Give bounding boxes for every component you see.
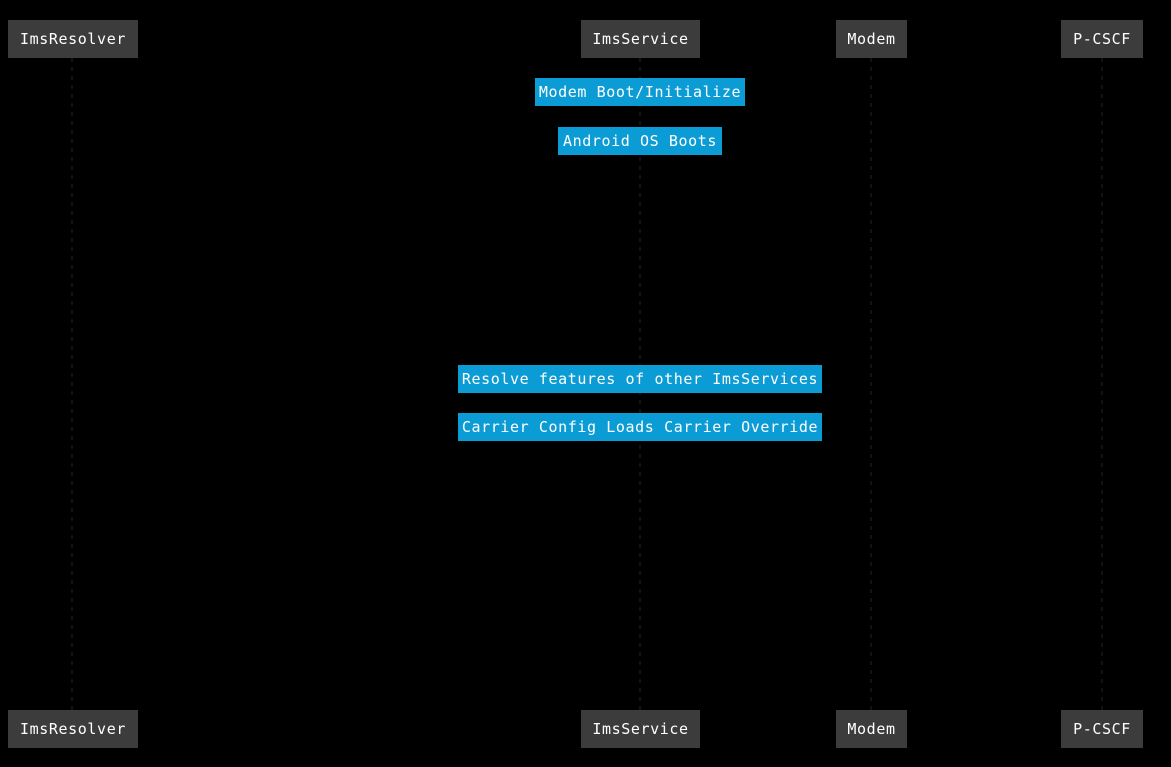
lifeline-p-cscf	[1101, 58, 1103, 710]
participant-bottom-ims-service[interactable]: ImsService	[581, 710, 700, 748]
note-label: Modem Boot/Initialize	[538, 83, 742, 101]
note-android-os-boots[interactable]: Android OS Boots	[558, 127, 722, 155]
participant-label: Modem	[847, 720, 896, 738]
participant-label: ImsService	[592, 30, 689, 48]
note-label: Android OS Boots	[562, 132, 718, 150]
participant-top-modem[interactable]: Modem	[836, 20, 907, 58]
participant-bottom-modem[interactable]: Modem	[836, 710, 907, 748]
note-label: Carrier Config Loads Carrier Override	[461, 418, 819, 436]
participant-label: ImsResolver	[20, 720, 126, 738]
participant-top-ims-service[interactable]: ImsService	[581, 20, 700, 58]
note-resolve-features-of-other-imsservices[interactable]: Resolve features of other ImsServices	[458, 365, 822, 393]
lifeline-modem	[870, 58, 872, 710]
participant-label: Modem	[847, 30, 896, 48]
participant-bottom-ims-resolver[interactable]: ImsResolver	[8, 710, 138, 748]
note-label: Resolve features of other ImsServices	[461, 370, 819, 388]
participant-label: ImsResolver	[20, 30, 126, 48]
note-carrier-config-loads-carrier-override[interactable]: Carrier Config Loads Carrier Override	[458, 413, 822, 441]
participant-top-p-cscf[interactable]: P-CSCF	[1061, 20, 1143, 58]
lifeline-ims-resolver	[71, 58, 73, 710]
participant-top-ims-resolver[interactable]: ImsResolver	[8, 20, 138, 58]
participant-label: ImsService	[592, 720, 689, 738]
participant-label: P-CSCF	[1073, 30, 1131, 48]
participant-label: P-CSCF	[1073, 720, 1131, 738]
note-modem-boot-initialize[interactable]: Modem Boot/Initialize	[535, 78, 745, 106]
participant-bottom-p-cscf[interactable]: P-CSCF	[1061, 710, 1143, 748]
